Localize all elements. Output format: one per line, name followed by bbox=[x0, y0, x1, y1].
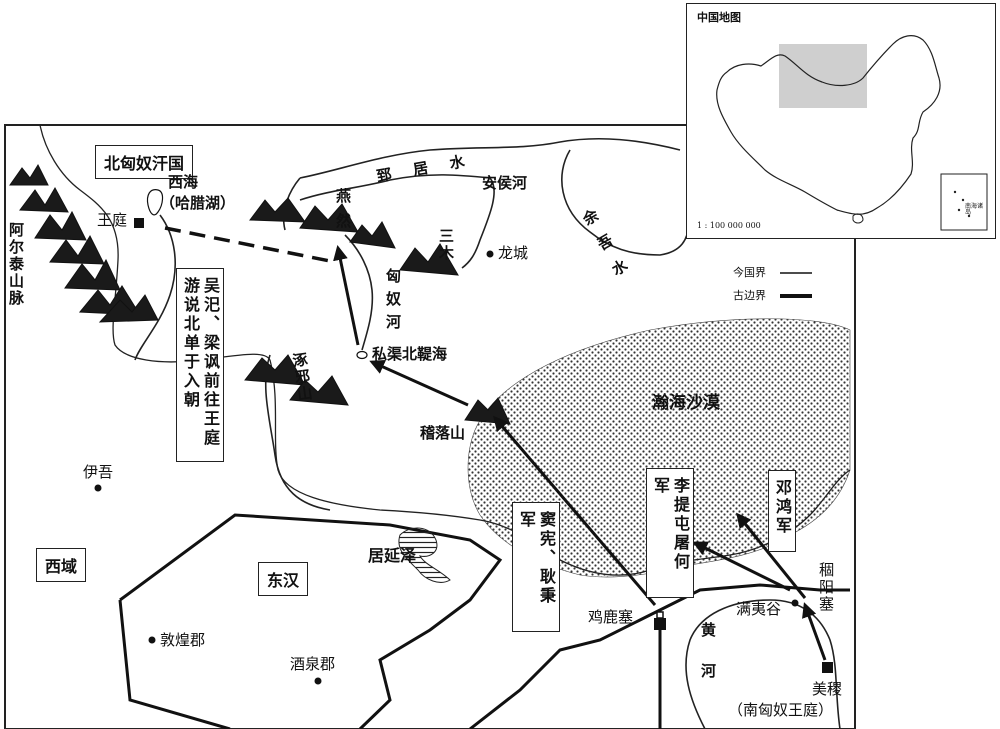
markers bbox=[94, 218, 833, 685]
jilusai-label: 鸡鹿塞 bbox=[588, 608, 634, 626]
china-outline-svg bbox=[716, 35, 988, 231]
western-regions-label: 西域 bbox=[36, 548, 87, 582]
inset-highlight bbox=[779, 44, 867, 108]
arrow-manyigu bbox=[692, 541, 791, 592]
sanmu-mountains bbox=[399, 243, 459, 276]
zhuoye-mountains bbox=[244, 354, 349, 406]
siqu-label: 私渠北鞮海 bbox=[372, 345, 448, 363]
arrow-meiji-guyang bbox=[802, 602, 827, 661]
jiluoshan-label: 稽落山 bbox=[420, 424, 466, 442]
yanran-mountains bbox=[249, 197, 396, 249]
inset-scale: 1 : 100 000 000 bbox=[697, 221, 761, 230]
legend-modern-label: 今国界 bbox=[733, 266, 766, 279]
zhiju-river bbox=[299, 137, 681, 179]
altai-label: 阿尔泰山脉 bbox=[7, 222, 25, 307]
yiwu-marker bbox=[94, 484, 102, 492]
meiji-label: 美稷 bbox=[812, 680, 843, 698]
meiji-marker bbox=[822, 662, 833, 673]
western-river bbox=[134, 214, 176, 361]
arrow-siqu-yanran bbox=[333, 245, 360, 346]
guyangsai-label: 稒阳塞 bbox=[817, 562, 835, 613]
south-xiongnu-court-label: （南匈奴王庭） bbox=[728, 701, 834, 719]
inset-title: 中国地图 bbox=[697, 11, 741, 24]
huanghe-label: 黄河 bbox=[699, 622, 717, 704]
xiongnu-river bbox=[344, 234, 374, 351]
arrow-jilusai-jiluo bbox=[493, 415, 657, 606]
longcheng-marker bbox=[486, 250, 494, 258]
deng-hong-annotation: 邓鸿军 bbox=[768, 470, 796, 552]
jiuquan-marker bbox=[314, 677, 322, 685]
legend-ancient-label: 古边界 bbox=[733, 289, 766, 302]
wangting-marker bbox=[134, 218, 144, 228]
envoy-route bbox=[164, 226, 336, 264]
longcheng-label: 龙城 bbox=[498, 244, 529, 262]
hanhai-desert-label: 瀚海沙漠 bbox=[652, 393, 720, 413]
mountains bbox=[9, 163, 511, 425]
juyan-marsh bbox=[398, 527, 451, 583]
jilusai-marker bbox=[654, 611, 666, 630]
xiongnu-river-label: 匈奴河 bbox=[384, 268, 402, 337]
siqu-marker bbox=[356, 350, 368, 360]
yuwu-river bbox=[561, 149, 689, 256]
manyigu-marker bbox=[791, 599, 799, 607]
xihai-lake bbox=[146, 189, 164, 216]
altai-mountains bbox=[9, 163, 159, 323]
jiuquan-label: 酒泉郡 bbox=[290, 655, 336, 673]
campaign-arrows bbox=[333, 245, 827, 661]
anhou-river-label: 安侯河 bbox=[482, 174, 528, 192]
arrow-deng-hong bbox=[736, 512, 807, 599]
li-tuntu-annotation: 李提屯屠何军 bbox=[646, 468, 694, 598]
sanmu-label: 三木 bbox=[437, 228, 455, 262]
yanran-label: 燕然 bbox=[334, 188, 352, 238]
anhou-river bbox=[299, 174, 495, 269]
dunhuang-marker bbox=[148, 636, 156, 644]
juyanze-label: 居延泽 bbox=[368, 546, 417, 565]
envoy-annotation: 吴汜、梁讽前往王庭游说北单于入朝 bbox=[176, 268, 224, 462]
inset-islands-label: 南海诸岛 bbox=[965, 203, 984, 216]
wangting-label: 王庭 bbox=[97, 211, 128, 229]
yiwu-label: 伊吾 bbox=[83, 463, 114, 481]
dou-geng-annotation: 窦宪、耿秉军 bbox=[512, 502, 560, 632]
xihai-note-label: （哈腊湖） bbox=[160, 194, 236, 212]
south-sea-box bbox=[940, 173, 988, 231]
huanghe bbox=[685, 599, 841, 729]
manyigu-label: 满夷谷 bbox=[736, 600, 782, 618]
north-xiongnu-label: 北匈奴汗国 bbox=[95, 145, 194, 179]
hainan-outline bbox=[852, 213, 864, 224]
ancient-borders bbox=[118, 513, 850, 729]
xihai-label: 西海 bbox=[168, 173, 199, 191]
eastern-han-border bbox=[119, 513, 503, 729]
china-outline bbox=[716, 35, 941, 215]
china-inset-map: 中国地图 1 : 100 000 000 南海诸岛 bbox=[686, 3, 996, 239]
eastern-han-label: 东汉 bbox=[258, 562, 309, 596]
dunhuang-label: 敦煌郡 bbox=[160, 631, 206, 649]
arrow-jiluo-siqu bbox=[369, 360, 469, 407]
